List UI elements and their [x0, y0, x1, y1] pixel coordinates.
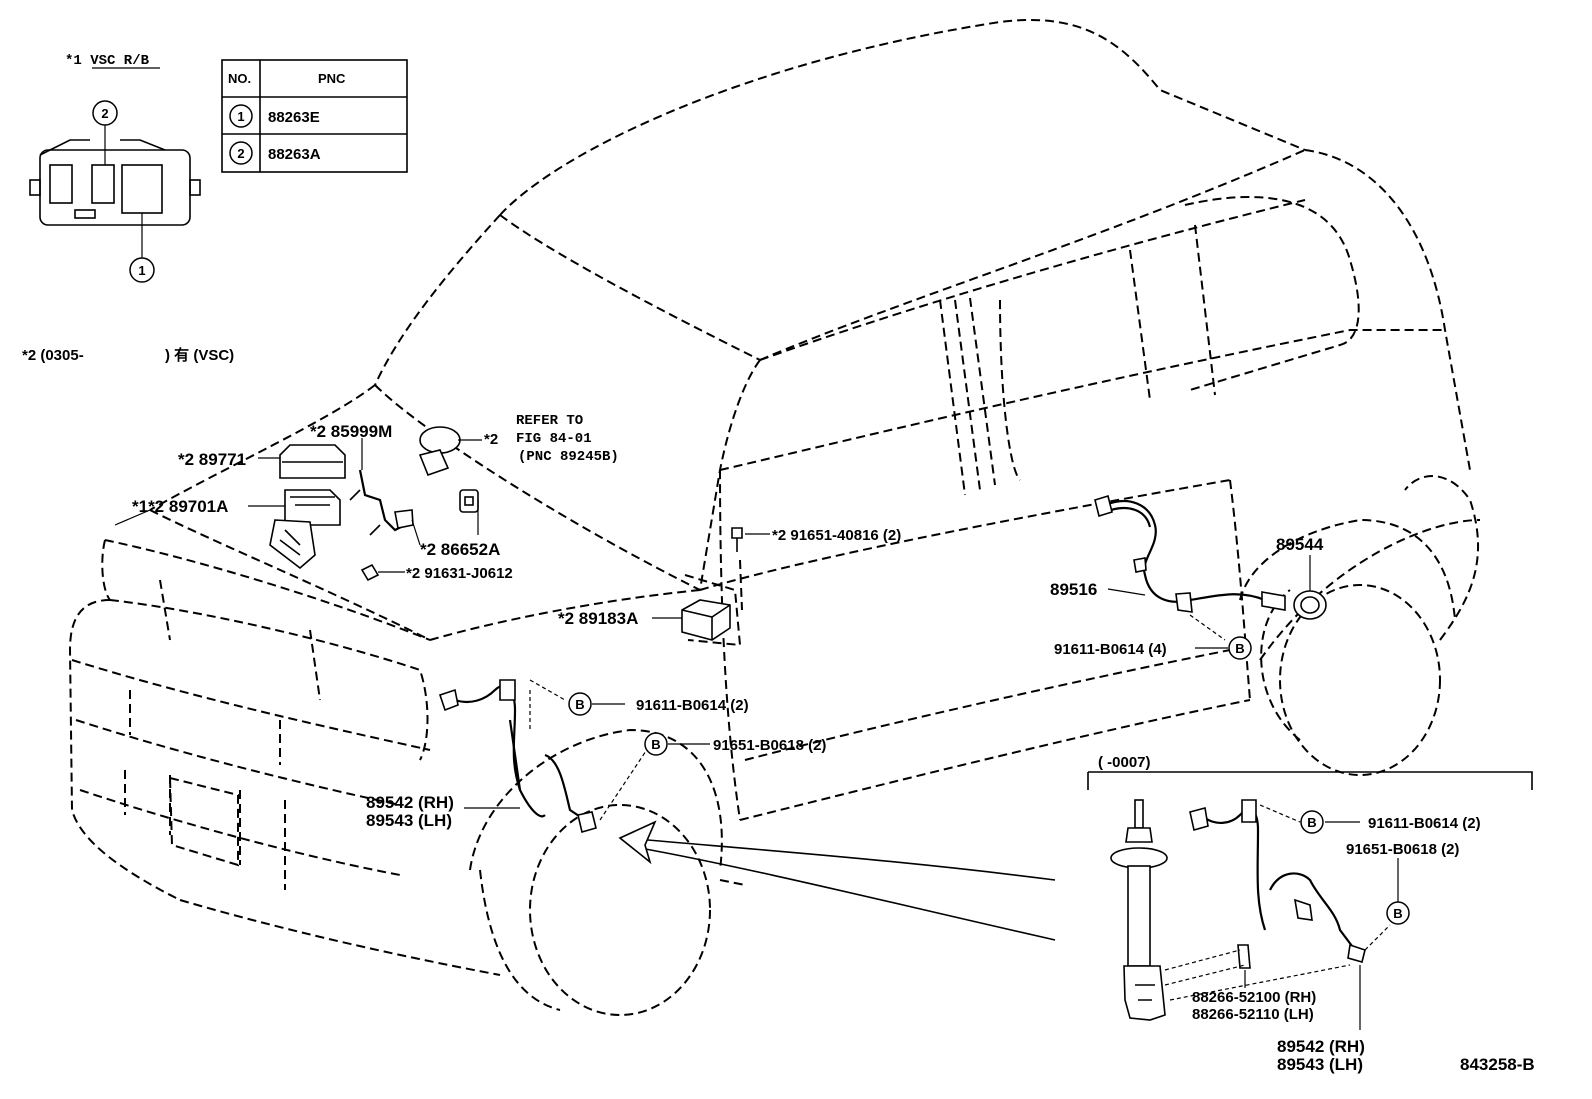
vehicle-outline: [68, 18, 1481, 1016]
label-89543-front: 89543 (LH): [366, 811, 452, 830]
label-refer-mark: *2: [484, 431, 498, 448]
engine-bay-parts: [269, 426, 743, 641]
note-vsc-prefix: *2 (0305-: [22, 347, 84, 364]
table-row-no: 1: [237, 109, 244, 124]
relay-callout-1: 1: [138, 263, 145, 278]
label-89183a: *2 89183A: [558, 609, 638, 628]
refer-note-line: REFER TO: [516, 413, 583, 429]
table-row-pnc: 88263E: [268, 109, 320, 126]
front-speed-sensor: [438, 679, 651, 833]
label-88266-lh: 88266-52110 (LH): [1192, 1006, 1314, 1023]
label-91611-inset: 91611-B0614 (2): [1368, 815, 1481, 832]
table-header-no: NO.: [228, 71, 251, 86]
label-89544: 89544: [1276, 535, 1324, 554]
callout-b-icon: B: [1393, 906, 1402, 921]
vsc-relay-box: 2 1: [29, 100, 201, 283]
relay-callout-2: 2: [101, 106, 108, 121]
part-labels: *2 85999M *2 REFER TO FIG 84-01 (PNC 892…: [132, 413, 1535, 1074]
label-91651-40816: *2 91651-40816 (2): [772, 527, 901, 544]
label-91611-front: 91611-B0614 (2): [636, 697, 749, 714]
rear-speed-sensor: [1094, 494, 1327, 641]
note-vsc-suffix: ) 有 (VSC): [165, 346, 234, 364]
note-vsc-rb: *1 VSC R/B: [65, 53, 150, 69]
refer-note-line: (PNC 89245B): [518, 449, 619, 465]
leader-lines: [114, 438, 1311, 809]
pnc-table: NO. PNC 1 88263E 2 88263A: [221, 59, 408, 173]
callout-b-markers: B B B B B: [568, 636, 1410, 925]
callout-b-icon: B: [1235, 641, 1244, 656]
label-91611-rear: 91611-B0614 (4): [1054, 641, 1167, 658]
label-88266-rh: 88266-52100 (RH): [1192, 989, 1316, 1006]
table-row-pnc: 88263A: [268, 146, 321, 163]
table-row-no: 2: [237, 146, 244, 161]
label-89516: 89516: [1050, 580, 1097, 599]
label-89771: *2 89771: [178, 450, 246, 469]
label-86652a: *2 86652A: [420, 540, 500, 559]
inset-range: ( -0007): [1098, 754, 1151, 771]
label-89701a: *1*2 89701A: [132, 497, 228, 516]
callout-b-icon: B: [1307, 815, 1316, 830]
refer-note-line: FIG 84-01: [516, 431, 592, 447]
detail-arrow: [618, 820, 1056, 941]
callout-b-icon: B: [651, 737, 660, 752]
label-85999m: *2 85999M: [310, 422, 392, 441]
label-89542-inset: 89542 (RH): [1277, 1037, 1365, 1056]
callout-b-icon: B: [575, 697, 584, 712]
label-89543-inset: 89543 (LH): [1277, 1055, 1363, 1074]
label-91651-front: 91651-B0618 (2): [713, 737, 826, 754]
label-89542-front: 89542 (RH): [366, 793, 454, 812]
label-91631: *2 91631-J0612: [406, 565, 513, 582]
table-header-pnc: PNC: [318, 71, 346, 86]
figure-id: 843258-B: [1460, 1055, 1535, 1074]
inset-detail: [1087, 771, 1533, 1030]
label-91651-inset: 91651-B0618 (2): [1346, 841, 1459, 858]
